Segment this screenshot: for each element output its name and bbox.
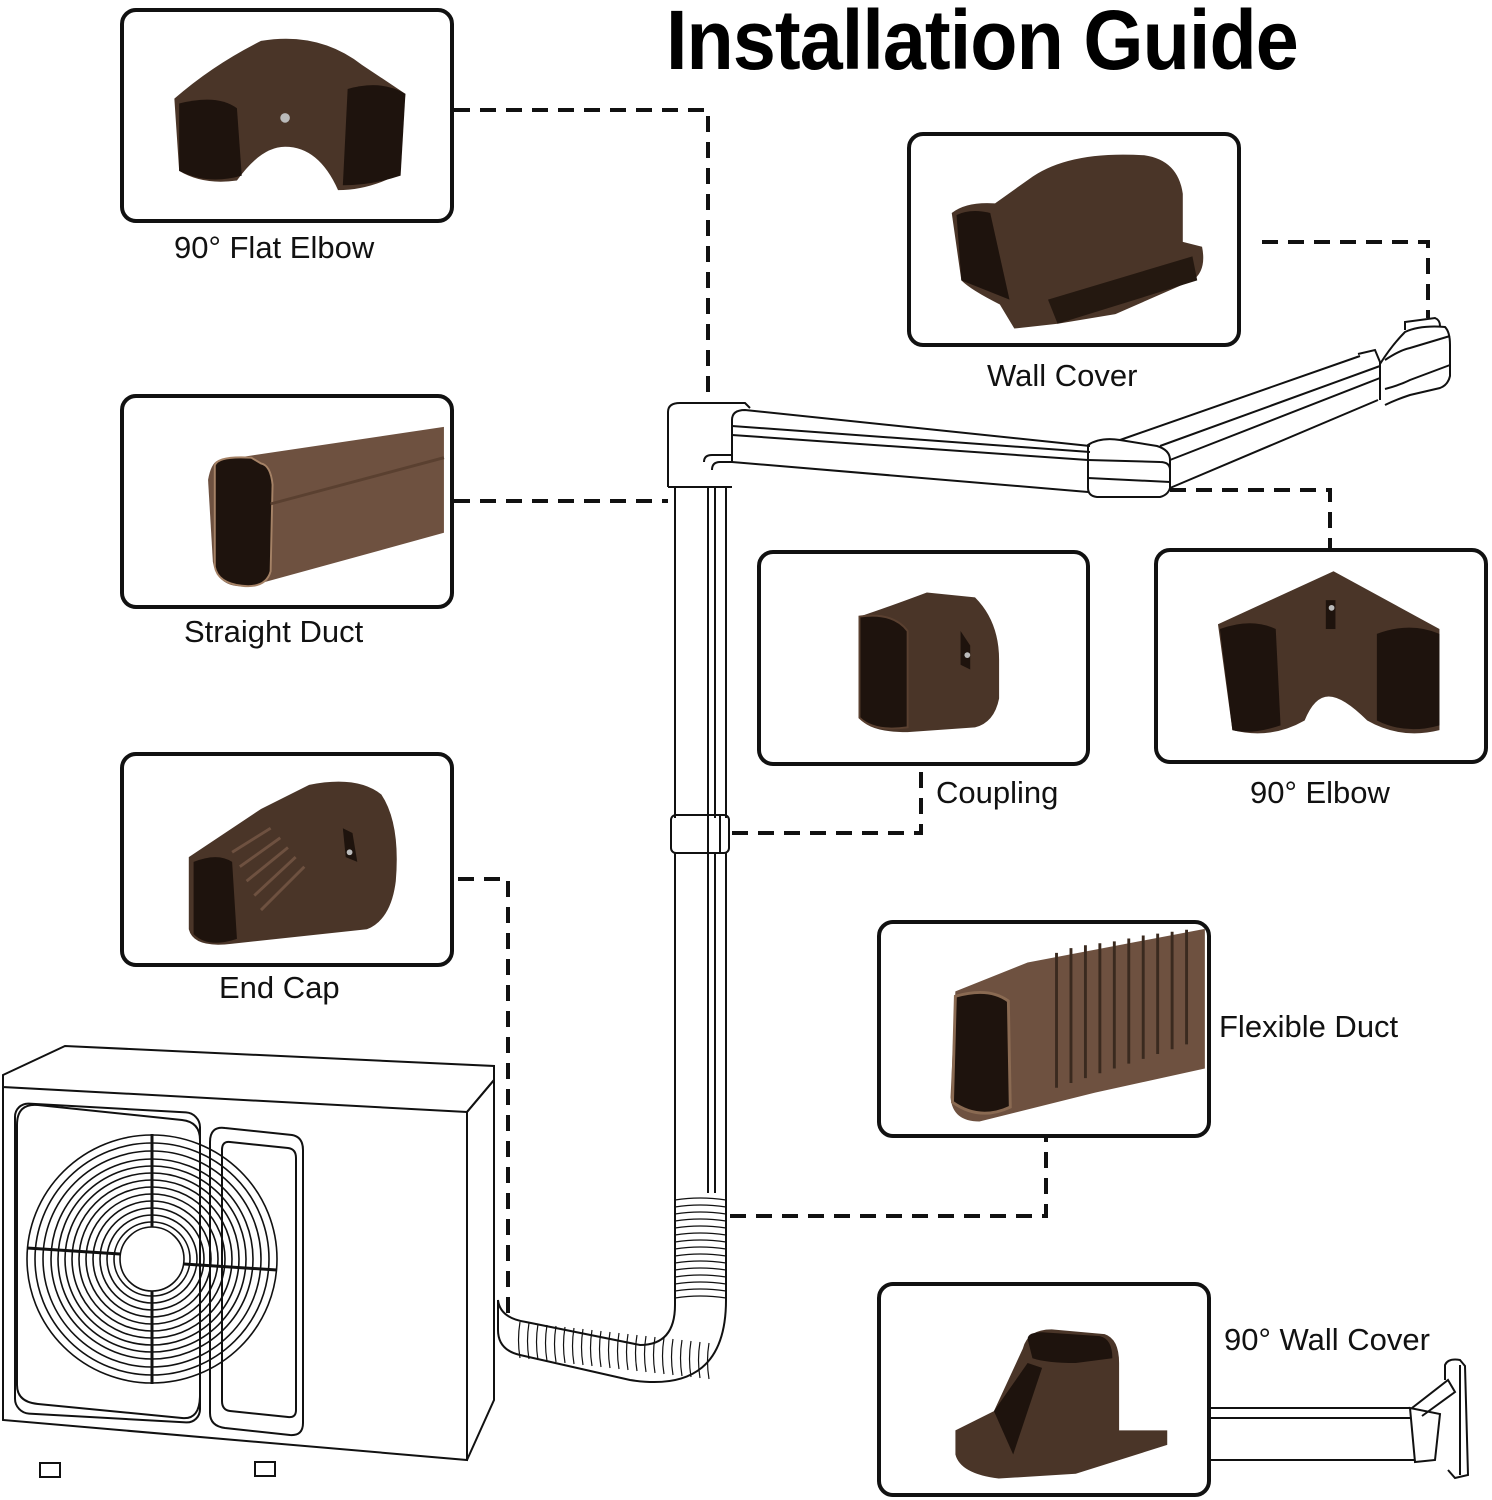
flex-rib: [674, 1204, 727, 1208]
label-coupling: Coupling: [936, 775, 1059, 810]
card-elbow: [1154, 548, 1488, 764]
flex-rib: [535, 1323, 539, 1361]
flex-rib: [674, 1260, 727, 1264]
flex-rib: [674, 1239, 727, 1243]
flex-rib: [562, 1326, 566, 1364]
flex-rib: [580, 1328, 584, 1366]
flex-rib: [544, 1324, 548, 1362]
flex-rib: [674, 1281, 727, 1285]
leader-coupling: [732, 768, 923, 835]
duct-run: [497, 316, 1451, 1384]
label-elbow: 90° Elbow: [1250, 775, 1390, 810]
flex-rib: [674, 1253, 727, 1257]
flexible-duct-icon: [950, 928, 1205, 1122]
wall-cover-icon: [951, 154, 1204, 329]
card-straight-duct: [120, 394, 454, 609]
flex-rib: [625, 1333, 629, 1371]
label-wall-cover-90: 90° Wall Cover: [1224, 1322, 1430, 1357]
card-flexible-duct: [877, 920, 1211, 1138]
flex-rib: [674, 1267, 727, 1271]
leader-elbow: [1170, 488, 1332, 548]
label-end-cap: End Cap: [219, 970, 340, 1005]
flex-rib: [674, 1232, 727, 1236]
flex-rib: [607, 1331, 611, 1369]
coupling-icon: [858, 592, 1000, 733]
flex-rib: [571, 1327, 575, 1365]
flex-rib: [670, 1338, 674, 1376]
label-flexible-duct: Flexible Duct: [1219, 1009, 1399, 1044]
flex-rib: [553, 1325, 557, 1363]
flex-rib: [674, 1274, 727, 1278]
leader-flat-elbow: [454, 108, 710, 403]
flex-rib: [688, 1340, 692, 1378]
label-flat-elbow: 90° Flat Elbow: [174, 230, 375, 265]
flex-rib: [674, 1197, 727, 1201]
flex-rib: [674, 1246, 727, 1250]
flex-rib: [517, 1321, 521, 1359]
flex-rib: [697, 1341, 701, 1379]
flex-rib: [679, 1339, 683, 1377]
flex-rib: [674, 1225, 727, 1229]
page-title: Installation Guide: [666, 0, 1299, 87]
flex-rib: [674, 1295, 727, 1299]
leader-flexible-duct: [730, 1138, 1048, 1218]
leader-lines: [454, 108, 1430, 1318]
elbow-icon: [1217, 571, 1440, 734]
flex-rib: [598, 1330, 602, 1368]
end-cap-icon: [188, 781, 397, 945]
ac-outdoor-unit: [2, 1044, 495, 1478]
wall-cover-90-icon: [955, 1329, 1168, 1479]
straight-duct-icon: [208, 426, 445, 588]
flex-rib: [589, 1329, 593, 1367]
flex-rib: [616, 1332, 620, 1370]
flex-rib: [526, 1322, 530, 1360]
wall-cover-90-drawing: [1210, 1358, 1470, 1480]
leader-end-cap: [458, 877, 510, 1318]
flex-rib: [674, 1288, 727, 1292]
flex-rib: [674, 1211, 727, 1215]
label-straight-duct: Straight Duct: [184, 614, 364, 649]
flex-rib: [674, 1218, 727, 1222]
card-wall-cover: [907, 132, 1241, 347]
card-wall-cover-90: [877, 1282, 1211, 1497]
flex-rib: [643, 1335, 647, 1373]
flex-rib: [652, 1336, 656, 1374]
card-flat-elbow: [120, 8, 454, 223]
flex-rib: [706, 1342, 710, 1380]
card-coupling: [757, 550, 1090, 766]
flex-rib: [634, 1334, 638, 1372]
flex-duct-ribs: [517, 1197, 727, 1380]
label-wall-cover: Wall Cover: [987, 358, 1138, 393]
card-end-cap: [120, 752, 454, 967]
leader-wall-cover: [1262, 240, 1430, 318]
flex-rib: [661, 1337, 665, 1375]
fan-grille-icon: [26, 1134, 278, 1384]
flat-elbow-icon: [174, 38, 406, 191]
